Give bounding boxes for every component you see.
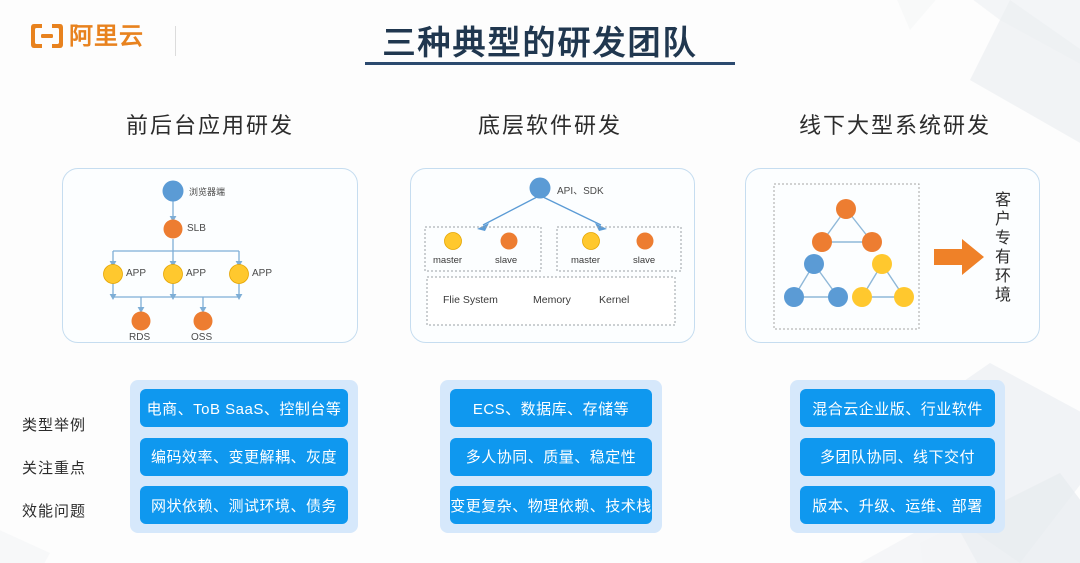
bottom-card-column-3: 混合云企业版、行业软件 多团队协同、线下交付 版本、升级、运维、部署 bbox=[790, 380, 1005, 533]
node-label-app-2: APP bbox=[186, 268, 207, 279]
diagram-low-level-software: API、SDK master slave master slave Flie S… bbox=[410, 168, 695, 343]
pill-c1-type-examples[interactable]: 电商、ToB SaaS、控制台等 bbox=[140, 389, 348, 427]
brand-logo: 阿里云 bbox=[30, 22, 144, 50]
pill-c3-type-examples[interactable]: 混合云企业版、行业软件 bbox=[800, 389, 995, 427]
row-label-efficiency-issues: 效能问题 bbox=[22, 503, 87, 520]
node-label-browser: 浏览器端 bbox=[189, 187, 226, 197]
alibaba-cloud-bracket-icon bbox=[31, 24, 63, 48]
bottom-card-column-2: ECS、数据库、存储等 多人协同、质量、稳定性 变更复杂、物理依赖、技术栈 bbox=[440, 380, 662, 533]
node-label-oss: OSS bbox=[191, 332, 213, 343]
column-heading-1: 前后台应用研发 bbox=[125, 113, 294, 138]
diagram-offline-large-system: 客户专有环境 bbox=[745, 168, 1040, 343]
page-title: 三种典型的研发团队 bbox=[382, 24, 698, 61]
node-label-app-3: APP bbox=[252, 268, 273, 279]
cluster-2-slave-label: slave bbox=[633, 255, 656, 266]
right-arrow-icon bbox=[934, 239, 984, 275]
base-layer-kernel: Kernel bbox=[599, 294, 630, 306]
base-layer-file-system: Flie System bbox=[443, 294, 498, 306]
node-label-rds: RDS bbox=[129, 332, 151, 343]
row-label-type-examples: 类型举例 bbox=[22, 417, 87, 434]
pill-c1-focus-points[interactable]: 编码效率、变更解耦、灰度 bbox=[140, 437, 348, 476]
brand-logo-text: 阿里云 bbox=[69, 22, 144, 50]
node-label-api-sdk: API、SDK bbox=[557, 186, 604, 197]
header-divider bbox=[175, 26, 176, 56]
title-underline bbox=[365, 62, 735, 65]
pill-c1-efficiency[interactable]: 网状依赖、测试环境、债务 bbox=[140, 486, 348, 524]
pill-c2-efficiency[interactable]: 变更复杂、物理依赖、技术栈 bbox=[450, 486, 652, 524]
node-label-slb: SLB bbox=[187, 223, 206, 234]
base-layer-memory: Memory bbox=[533, 294, 571, 306]
cluster-2-master-label: master bbox=[571, 255, 601, 266]
column-heading-2: 底层软件研发 bbox=[477, 113, 622, 138]
column-heading-3: 线下大型系统研发 bbox=[798, 113, 991, 138]
customer-dedicated-environment-label: 客户专有环境 bbox=[992, 191, 1009, 305]
node-label-app-1: APP bbox=[126, 268, 147, 279]
row-label-focus-points: 关注重点 bbox=[22, 460, 87, 477]
diagram-2-svg bbox=[424, 177, 682, 326]
diagram-1-svg bbox=[103, 180, 249, 331]
cluster-1-slave-label: slave bbox=[495, 255, 518, 266]
pill-c2-focus-points[interactable]: 多人协同、质量、稳定性 bbox=[450, 437, 652, 476]
bottom-card-column-1: 电商、ToB SaaS、控制台等 编码效率、变更解耦、灰度 网状依赖、测试环境、… bbox=[130, 380, 358, 533]
pill-c3-efficiency[interactable]: 版本、升级、运维、部署 bbox=[800, 486, 995, 524]
diagram-front-backend-app: 浏览器端 SLB APP APP APP RDS OSS bbox=[62, 168, 358, 343]
pill-c3-focus-points[interactable]: 多团队协同、线下交付 bbox=[800, 437, 995, 476]
diagram-3-svg bbox=[773, 183, 984, 330]
pill-c2-type-examples[interactable]: ECS、数据库、存储等 bbox=[450, 389, 652, 427]
cluster-1-master-label: master bbox=[433, 255, 463, 266]
